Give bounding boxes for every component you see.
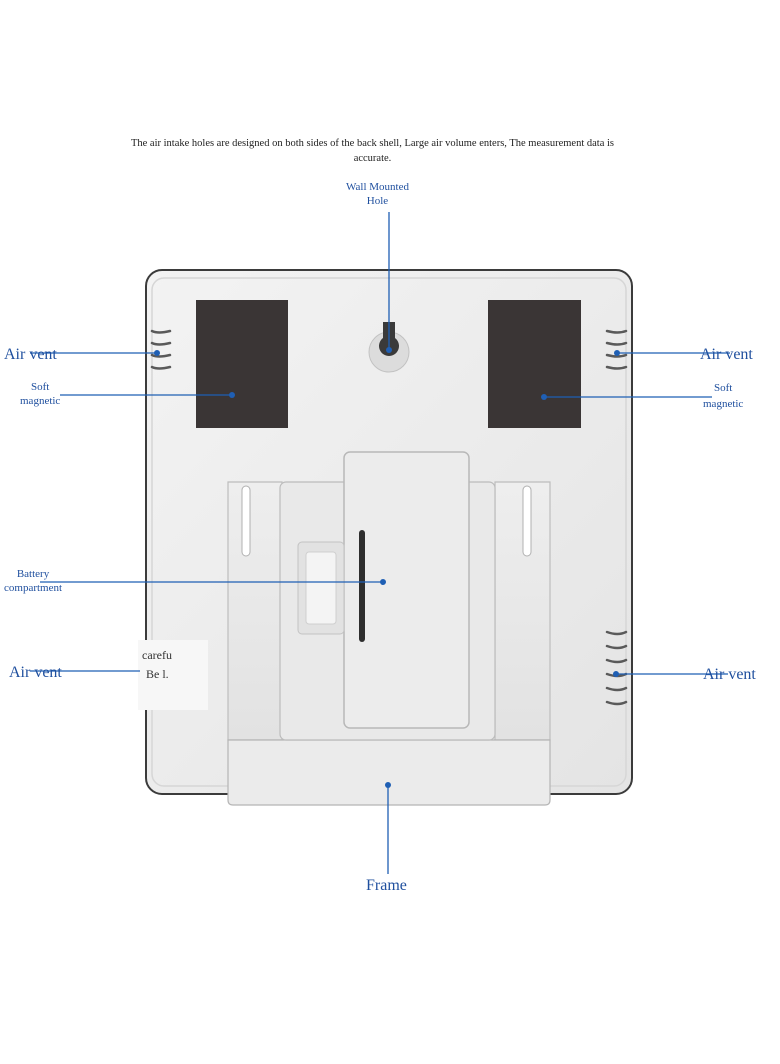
label-soft-magnetic-left: Soft magnetic — [20, 381, 61, 407]
label-battery-compartment: Battery compartment — [4, 568, 63, 594]
label-frame: Frame — [366, 877, 407, 894]
soft-magnetic-pad-left — [196, 300, 288, 428]
battery-compartment — [297, 451, 470, 729]
label-wall-mounted-hole: Wall Mounted Hole — [346, 181, 409, 207]
label-air-vent-left-top: Air vent — [4, 346, 57, 363]
label-air-vent-right-bottom: Air vent — [703, 666, 756, 683]
label-soft-magnetic-right: Soft magnetic — [703, 382, 744, 410]
label-air-vent-left-bottom: Air vent — [9, 664, 62, 681]
callout-lines — [30, 212, 730, 874]
caution-text: carefu Be l. — [142, 648, 172, 681]
label-air-vent-right-top: Air vent — [700, 346, 753, 363]
intro-line-1: The air intake holes are designed on bot… — [130, 138, 615, 149]
soft-magnetic-pad-right — [488, 300, 581, 428]
intro-line-2: accurate. — [353, 153, 392, 164]
air-vent-slots-left-top — [150, 329, 172, 370]
callout-dots — [154, 347, 620, 788]
intro-description: The air intake holes are designed on bot… — [90, 136, 655, 166]
caution-sticker — [138, 640, 208, 710]
air-vent-slots-right-top — [605, 329, 628, 370]
